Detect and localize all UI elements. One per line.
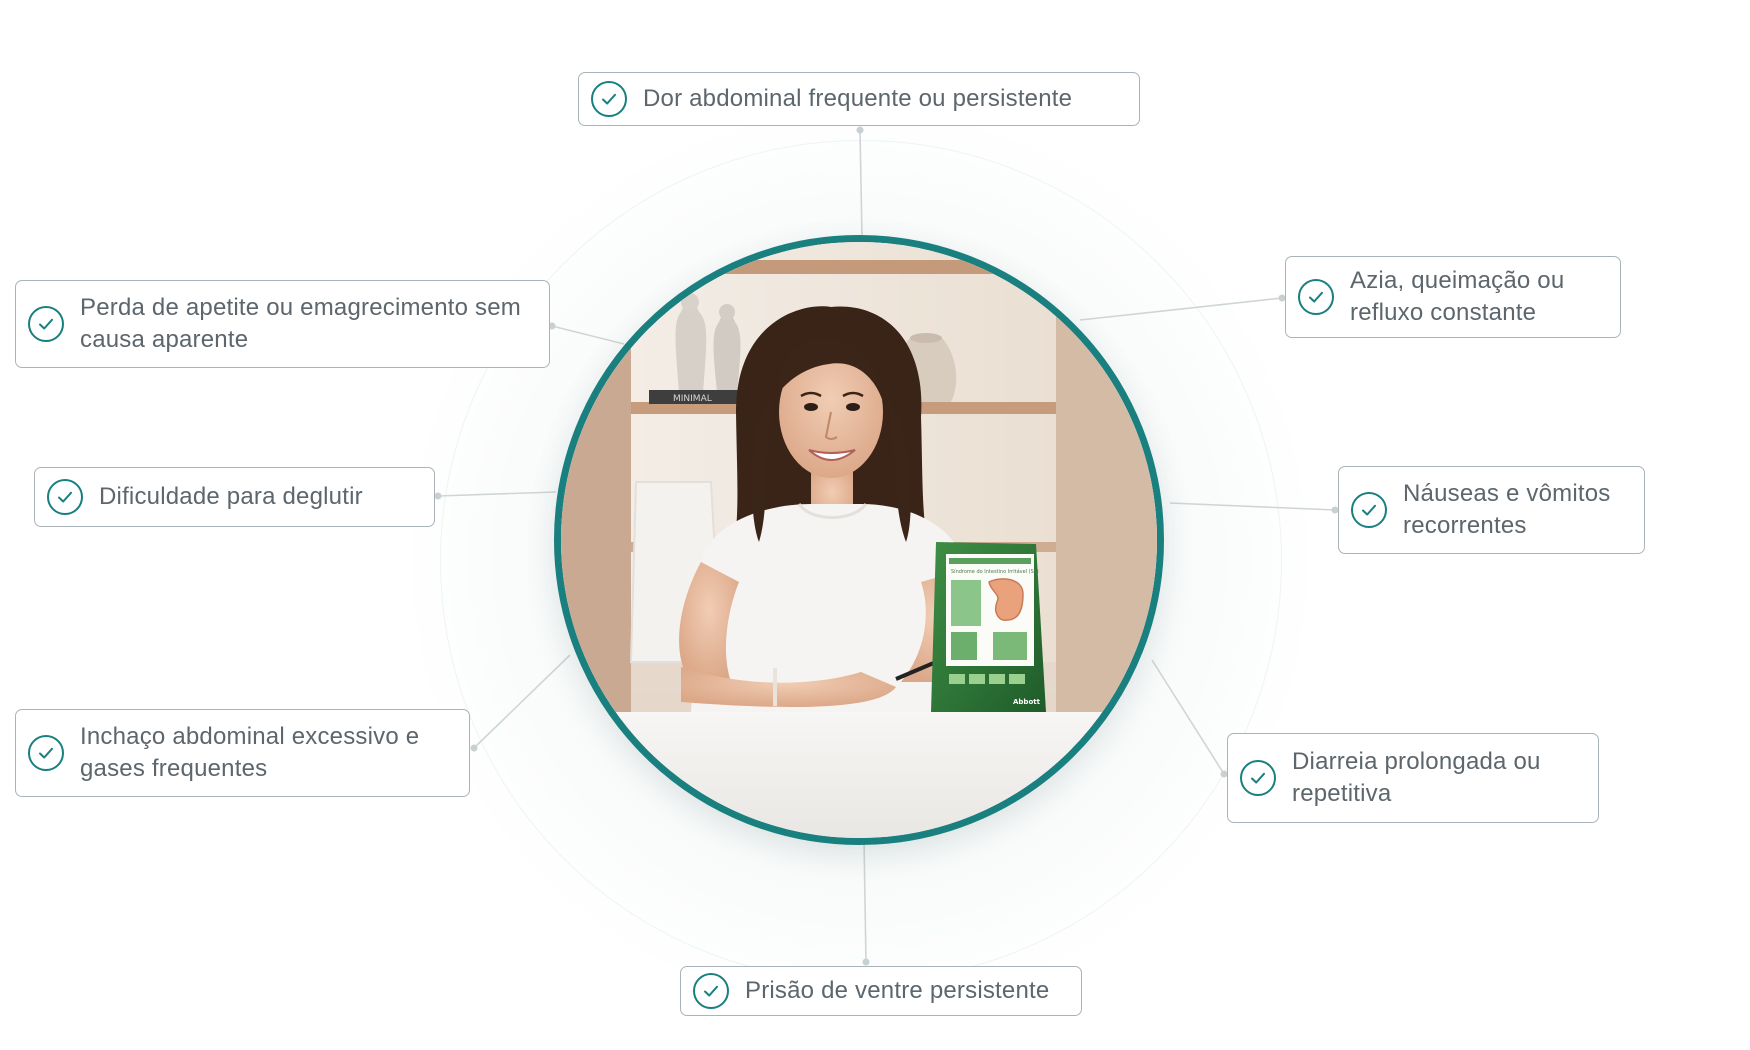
doctor-photo: MINIMAL <box>554 235 1164 845</box>
symptom-label-top: Dor abdominal frequente ou persistente <box>643 85 1073 112</box>
symptom-card-bottom: Prisão de ventre persistente <box>680 966 1082 1016</box>
symptom-card-upper-right: Azia, queimação ou refluxo constante <box>1285 256 1621 338</box>
circle-check-icon <box>591 81 627 117</box>
doctor-portrait-photo: MINIMAL <box>561 242 1157 838</box>
symptom-card-lower-left: Inchaço abdominal excessivo e gases freq… <box>15 709 470 797</box>
symptom-label-lower-right: Diarreia prolongada ou repetitiva <box>1292 748 1541 807</box>
shelf-book-text: MINIMAL <box>673 394 712 404</box>
circle-check-icon <box>28 306 64 342</box>
symptom-label-middle-left: Dificuldade para deglutir <box>99 483 363 510</box>
circle-check-icon <box>1351 492 1387 528</box>
symptom-label-lower-left: Inchaço abdominal excessivo e gases freq… <box>80 723 420 782</box>
symptom-label-middle-right: Náuseas e vômitos recorrentes <box>1403 480 1611 539</box>
symptom-label-bottom: Prisão de ventre persistente <box>745 977 1050 1004</box>
circle-check-icon <box>693 973 729 1009</box>
symptom-card-upper-left: Perda de apetite ou emagrecimento sem ca… <box>15 280 550 368</box>
circle-check-icon <box>1240 760 1276 796</box>
circle-check-icon <box>1298 279 1334 315</box>
circle-check-icon <box>47 479 83 515</box>
symptom-label-upper-left: Perda de apetite ou emagrecimento sem ca… <box>80 294 521 353</box>
circle-check-icon <box>28 735 64 771</box>
symptom-card-top: Dor abdominal frequente ou persistente <box>578 72 1140 126</box>
symptom-card-middle-right: Náuseas e vômitos recorrentes <box>1338 466 1645 554</box>
symptom-card-lower-right: Diarreia prolongada ou repetitiva <box>1227 733 1599 823</box>
symptom-card-middle-left: Dificuldade para deglutir <box>34 467 435 527</box>
flipchart-title: Síndrome do Intestino Irritável (SII) <box>951 568 1039 575</box>
symptom-label-upper-right: Azia, queimação ou refluxo constante <box>1350 267 1565 326</box>
flipchart-brand: Abbott <box>1013 698 1041 706</box>
